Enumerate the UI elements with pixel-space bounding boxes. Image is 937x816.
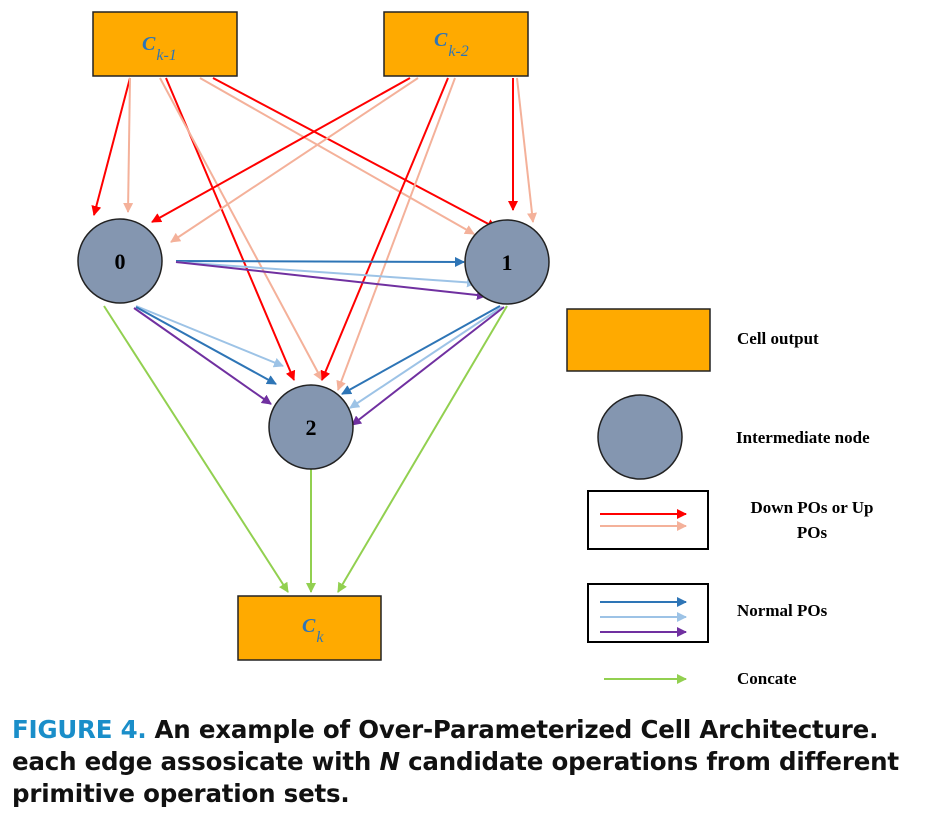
edge-n0-to-n1-lblue <box>175 261 477 288</box>
legend-normal-pos: Normal POs <box>587 583 828 643</box>
architecture-diagram: Ck-1 Ck-2 Ck 0 1 2 Cell output Intermedi… <box>77 11 874 688</box>
legend: Cell output Intermediate node Down POs o… <box>566 308 874 688</box>
edge-ck1-to-n0-red <box>91 77 131 216</box>
edge-ck2-to-n0-salmon <box>170 77 419 243</box>
edges-concat <box>103 305 508 593</box>
node-2-label: 2 <box>306 415 317 440</box>
edges-n0-to-n2 <box>133 305 284 405</box>
node-0-label: 0 <box>115 249 126 274</box>
edge-ck1-to-n1-salmon <box>199 77 475 235</box>
edge-n1-to-ck-green <box>337 305 508 593</box>
legend-intermediate-node-label: Intermediate node <box>736 428 870 447</box>
caption-text-1: An example of Over-Parameterized Cell Ar… <box>12 715 879 776</box>
edges-n1-to-n2 <box>341 305 505 426</box>
edge-n1-to-n2-purple <box>351 306 505 426</box>
edges-n0-to-n1 <box>175 256 487 300</box>
ck1-label: Ck-1 <box>142 33 177 64</box>
edge-n0-to-n2-purple <box>133 307 272 405</box>
ck-label: Ck <box>302 615 324 646</box>
edge-ck1-to-n0-salmon <box>123 77 134 213</box>
edges-from-ck2 <box>151 77 537 391</box>
legend-concate: Concate <box>604 669 797 688</box>
node-1: 1 <box>464 219 550 305</box>
figure-caption: FIGURE 4.An example of Over-Parameterize… <box>12 714 927 810</box>
legend-down-up-label-1: Down POs or Up <box>751 498 874 517</box>
node-0: 0 <box>77 218 163 304</box>
edges-from-ck1 <box>91 77 497 381</box>
legend-concate-label: Concate <box>737 669 797 688</box>
edge-ck2-to-n1-salmon <box>516 77 537 223</box>
edge-ck2-to-n2-red <box>320 77 449 381</box>
node-2: 2 <box>268 384 354 470</box>
edge-ck1-to-n1-red <box>212 77 497 229</box>
edge-ck2-to-n2-salmon <box>336 77 456 391</box>
node-1-label: 1 <box>502 250 513 275</box>
edge-n0-to-n1-dblue <box>175 256 465 267</box>
edge-n0-to-n1-purple <box>175 261 487 300</box>
legend-down-up-label-2: POs <box>797 523 828 542</box>
edge-n1-to-n2-lblue <box>349 306 503 409</box>
caption-text-2: candidate operations from different prim… <box>12 747 899 808</box>
ck2-label: Ck-2 <box>434 29 469 60</box>
cell-ck: Ck <box>237 595 382 661</box>
edge-n0-to-n2-dblue <box>135 306 277 385</box>
legend-intermediate-node: Intermediate node <box>597 394 870 480</box>
edge-n0-to-ck-green <box>103 305 289 593</box>
legend-normal-label: Normal POs <box>737 601 828 620</box>
cell-ck2: Ck-2 <box>383 11 529 77</box>
legend-cell-output-label: Cell output <box>737 329 819 348</box>
edge-ck2-to-n0-red <box>151 77 411 223</box>
legend-cell-output: Cell output <box>566 308 819 372</box>
caption-italic-n: N <box>379 747 400 776</box>
edge-ck1-to-n2-salmon <box>159 77 323 381</box>
cell-ck1: Ck-1 <box>92 11 238 77</box>
edge-n1-to-n2-dblue <box>341 305 501 395</box>
edge-n0-to-n2-lblue <box>135 305 284 368</box>
legend-down-up-pos: Down POs or Up POs <box>587 490 874 550</box>
figure-label: FIGURE 4. <box>12 715 147 744</box>
